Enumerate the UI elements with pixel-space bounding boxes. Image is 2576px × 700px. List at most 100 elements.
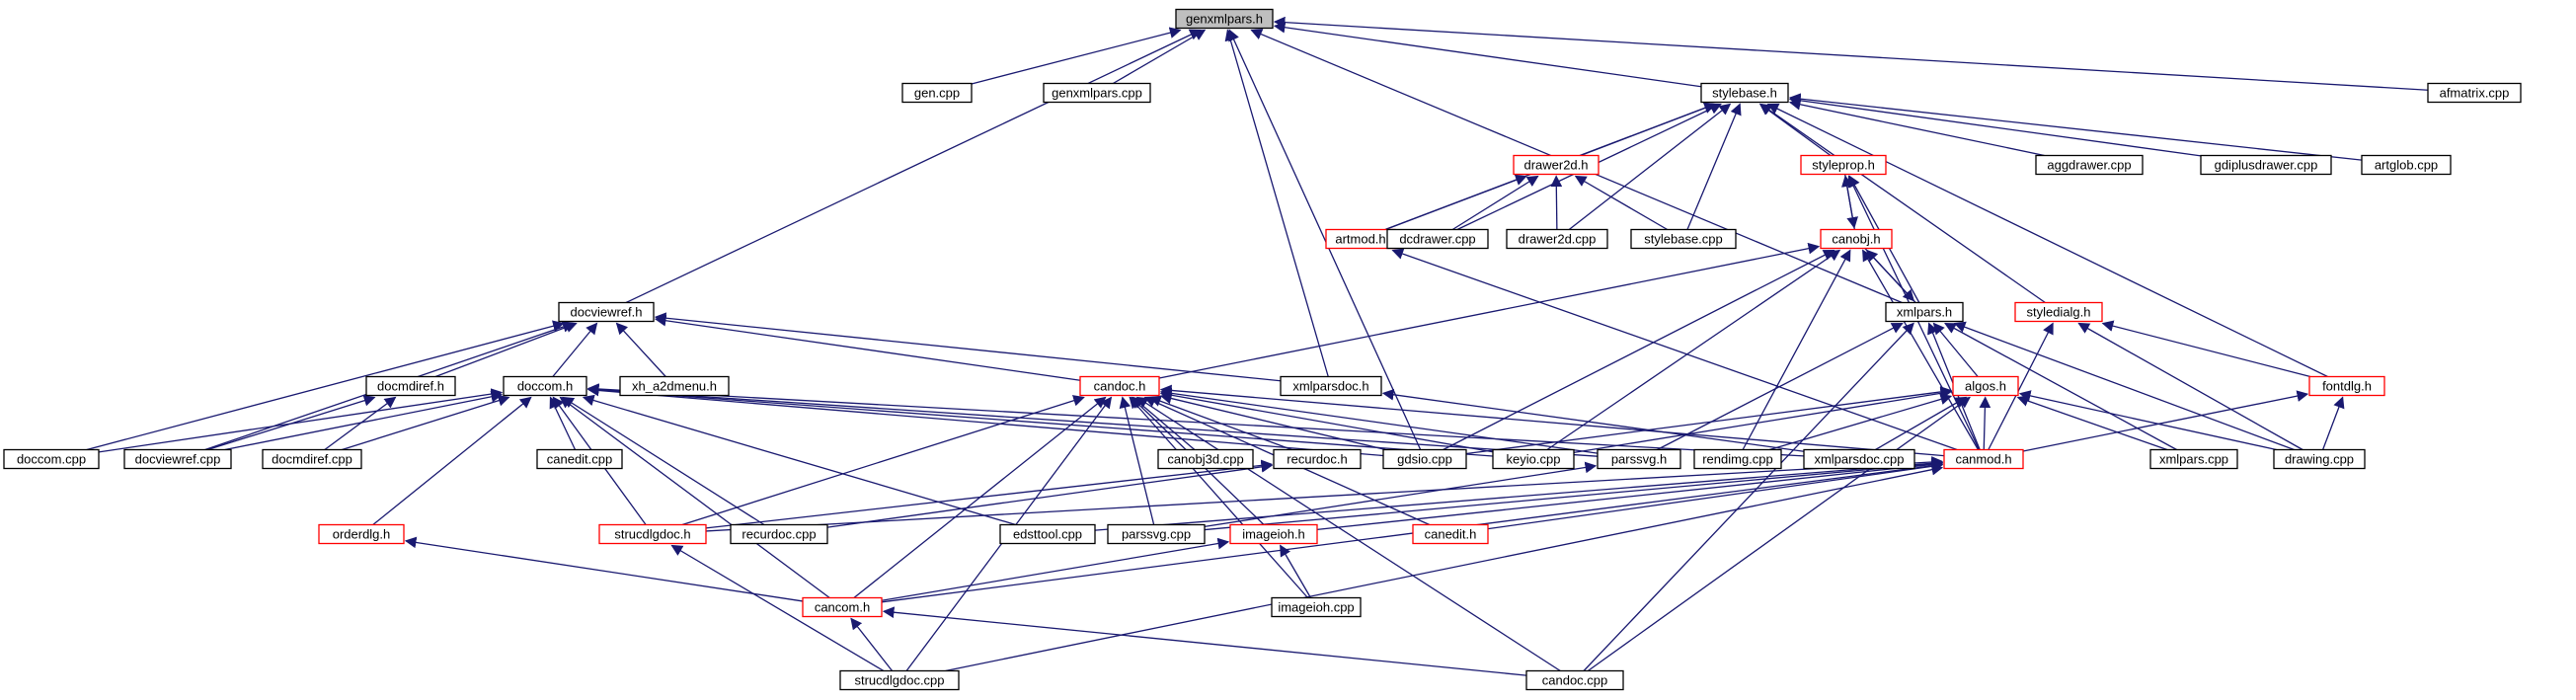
edge-fontdlg_h-to-styledialg_h xyxy=(2101,320,2311,378)
node-label: parssvg.cpp xyxy=(1122,527,1191,542)
node-label: xmlpars.cpp xyxy=(2159,452,2228,467)
node-strucdlgdoc-cpp[interactable]: strucdlgdoc.cpp xyxy=(839,669,960,691)
node-doccom-h[interactable]: doccom.h xyxy=(503,375,587,397)
node-cancom-h[interactable]: cancom.h xyxy=(802,596,883,618)
node-canedit-cpp[interactable]: canedit.cpp xyxy=(536,448,623,470)
node-xh-a2dmenu-h[interactable]: xh_a2dmenu.h xyxy=(619,375,730,397)
node-box xyxy=(503,375,587,397)
edge-artmod_h-to-drawer2d_h xyxy=(1384,174,1527,231)
node-recurdoc-cpp[interactable]: recurdoc.cpp xyxy=(730,523,828,545)
node-afmatrix-cpp[interactable]: afmatrix.cpp xyxy=(2427,82,2522,104)
node-canobj-h[interactable]: canobj.h xyxy=(1820,228,1893,250)
node-edsttool-cpp[interactable]: edsttool.cpp xyxy=(999,523,1096,545)
node-drawing-cpp[interactable]: drawing.cpp xyxy=(2273,448,2366,470)
node-doccom-cpp[interactable]: doccom.cpp xyxy=(3,448,100,470)
edge-canmod_h-to-canobj_h xyxy=(1862,249,1980,450)
edge-gdsio_cpp-to-candoc_h xyxy=(1159,392,1386,451)
node-label: docmdiref.h xyxy=(377,379,444,394)
node-gdiplusdrawer-cpp[interactable]: gdiplusdrawer.cpp xyxy=(2200,154,2332,176)
node-recurdoc-h[interactable]: recurdoc.h xyxy=(1273,448,1362,470)
node-box xyxy=(2361,154,2452,176)
edge-canobj_h-to-xmlpars_h xyxy=(1864,248,1915,302)
edge-docmdiref_h-to-docviewref_h xyxy=(434,321,578,378)
node-rendimg-cpp[interactable]: rendimg.cpp xyxy=(1693,448,1782,470)
node-docviewref-h[interactable]: docviewref.h xyxy=(558,301,655,323)
node-box xyxy=(1382,448,1467,470)
node-canmod-h[interactable]: canmod.h xyxy=(1943,448,2024,470)
node-genxmlpars-cpp[interactable]: genxmlpars.cpp xyxy=(1043,82,1151,104)
node-keyio-cpp[interactable]: keyio.cpp xyxy=(1492,448,1575,470)
dependency-nodes: genxmlpars.h gen.cpp genxmlpars.cpp styleba… xyxy=(3,8,2522,691)
node-label: styleprop.h xyxy=(1812,158,1875,173)
edge-doccom_h-to-docviewref_h xyxy=(552,322,598,377)
node-box xyxy=(1952,375,2019,397)
node-orderdlg-h[interactable]: orderdlg.h xyxy=(318,523,405,545)
node-label: styledialg.h xyxy=(2026,305,2090,320)
edge-imageioh_h-to-canmod_h xyxy=(1316,458,1944,530)
node-box xyxy=(2200,154,2332,176)
node-label: doccom.h xyxy=(517,379,573,394)
node-label: xmlparsdoc.cpp xyxy=(1814,452,1904,467)
node-dcdrawer-cpp[interactable]: dcdrawer.cpp xyxy=(1386,228,1489,250)
edge-candoc_cpp-to-candoc_h xyxy=(1135,396,1561,672)
edge-parssvg_h-to-candoc_h xyxy=(1159,387,1599,454)
node-parssvg-h[interactable]: parssvg.h xyxy=(1597,448,1681,470)
node-label: genxmlpars.cpp xyxy=(1052,86,1142,101)
node-artglob-cpp[interactable]: artglob.cpp xyxy=(2361,154,2452,176)
node-strucdlgdoc-h[interactable]: strucdlgdoc.h xyxy=(598,523,707,545)
node-docmdiref-cpp[interactable]: docmdiref.cpp xyxy=(262,448,362,470)
node-xmlpars-cpp[interactable]: xmlpars.cpp xyxy=(2149,448,2238,470)
node-label: drawing.cpp xyxy=(2285,452,2354,467)
node-styledialg-h[interactable]: styledialg.h xyxy=(2014,301,2103,323)
node-box xyxy=(1157,448,1254,470)
edge-xmlparsdoc_cpp-to-algos_h xyxy=(1875,396,1968,451)
node-box xyxy=(2308,375,2385,397)
node-xmlparsdoc-cpp[interactable]: xmlparsdoc.cpp xyxy=(1803,448,1915,470)
edge-stylebase_cpp-to-stylebase_h xyxy=(1686,103,1742,230)
node-artmod-h[interactable]: artmod.h xyxy=(1325,228,1396,250)
node-label: canedit.h xyxy=(1425,527,1477,542)
node-styleprop-h[interactable]: styleprop.h xyxy=(1800,154,1887,176)
node-box xyxy=(2035,154,2144,176)
node-parssvg-cpp[interactable]: parssvg.cpp xyxy=(1107,523,1206,545)
node-imageioh-cpp[interactable]: imageioh.cpp xyxy=(1271,596,1362,618)
node-canobj3d-cpp[interactable]: canobj3d.cpp xyxy=(1157,448,1254,470)
node-drawer2d-h[interactable]: drawer2d.h xyxy=(1513,154,1600,176)
edge-edsttool_cpp-to-doccom_h xyxy=(582,394,1016,526)
edge-drawer2d_cpp-to-drawer2d_h xyxy=(1550,175,1563,230)
node-docviewref-cpp[interactable]: docviewref.cpp xyxy=(123,448,232,470)
edge-strucdlgdoc_cpp-to-cancom_h xyxy=(850,617,894,671)
node-box xyxy=(730,523,828,545)
edge-gdsio_cpp-to-algos_h xyxy=(1465,386,1953,455)
edge-drawing_cpp-to-algos_h xyxy=(2018,390,2277,451)
node-box xyxy=(619,375,730,397)
node-box xyxy=(1513,154,1600,176)
node-candoc-cpp[interactable]: candoc.cpp xyxy=(1525,669,1624,691)
node-stylebase-h[interactable]: stylebase.h xyxy=(1700,82,1789,104)
node-xmlpars-h[interactable]: xmlpars.h xyxy=(1885,301,1964,323)
node-gdsio-cpp[interactable]: gdsio.cpp xyxy=(1382,448,1467,470)
edge-parssvg_cpp-to-candoc_h xyxy=(1119,396,1155,525)
node-algos-h[interactable]: algos.h xyxy=(1952,375,2019,397)
node-fontdlg-h[interactable]: fontdlg.h xyxy=(2308,375,2385,397)
edge-edsttool_cpp-to-canmod_h xyxy=(1094,457,1944,531)
node-xmlparsdoc-h[interactable]: xmlparsdoc.h xyxy=(1280,375,1382,397)
edge-imageioh_cpp-to-candoc_h xyxy=(1129,396,1309,598)
node-gen-cpp[interactable]: gen.cpp xyxy=(901,82,973,104)
node-stylebase-cpp[interactable]: stylebase.cpp xyxy=(1630,228,1737,250)
node-imageioh-h[interactable]: imageioh.h xyxy=(1229,523,1318,545)
edge-xmlpars_cpp-to-xmlpars_h xyxy=(1944,322,2177,451)
node-box xyxy=(1800,154,1887,176)
node-drawer2d-cpp[interactable]: drawer2d.cpp xyxy=(1506,228,1608,250)
node-label: recurdoc.cpp xyxy=(742,527,816,542)
node-label: recurdoc.h xyxy=(1287,452,1347,467)
node-box xyxy=(1506,228,1608,250)
node-box xyxy=(1412,523,1489,545)
node-canedit-h[interactable]: canedit.h xyxy=(1412,523,1489,545)
node-aggdrawer-cpp[interactable]: aggdrawer.cpp xyxy=(2035,154,2144,176)
edge-candoc_cpp-to-algos_h xyxy=(1587,396,1971,672)
node-docmdiref-h[interactable]: docmdiref.h xyxy=(365,375,456,397)
node-candoc-h[interactable]: candoc.h xyxy=(1079,375,1160,397)
node-genxmlpars-h[interactable]: genxmlpars.h xyxy=(1175,8,1274,30)
